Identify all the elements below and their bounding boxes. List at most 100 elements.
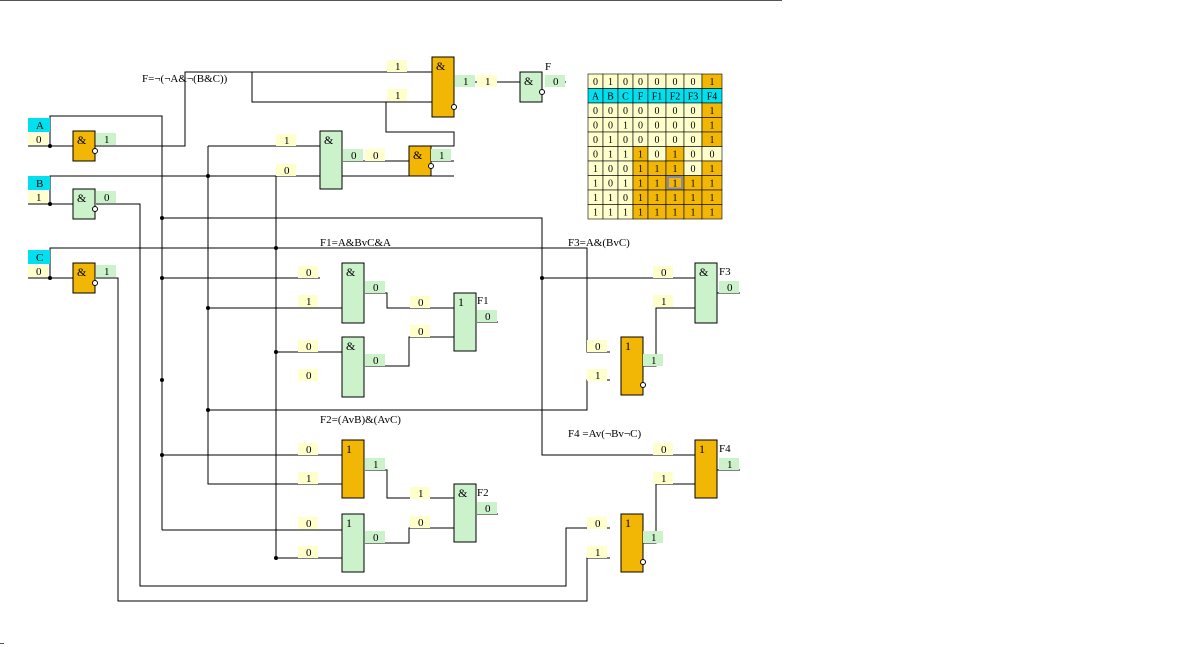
f1-and-bot-out-text: 0 bbox=[373, 355, 379, 367]
f-and-bc-out-bg bbox=[343, 149, 363, 161]
f1-and-bot-gate[interactable]: & bbox=[341, 336, 365, 398]
f-output-gate-symbol: & bbox=[524, 74, 534, 88]
table-cell-text: 1 bbox=[691, 179, 696, 190]
f-and-bc-out: 0 bbox=[343, 149, 363, 162]
f1-or-in1: 0 bbox=[410, 296, 430, 309]
f3-nor-gate[interactable]: 1 bbox=[620, 336, 646, 396]
f-nand-main-in1: 1 bbox=[387, 60, 407, 73]
table-cell-text: 1 bbox=[608, 208, 613, 219]
f2-output-name: F2 bbox=[477, 487, 489, 499]
f-and-bc-gate[interactable]: & bbox=[319, 130, 343, 190]
f3-and-in2-bg bbox=[653, 295, 673, 307]
table-cell-text: 1 bbox=[638, 179, 643, 190]
junction-dot bbox=[48, 144, 52, 148]
f1-and-top-in1-text: 0 bbox=[306, 267, 312, 279]
not-c-gate-body bbox=[72, 262, 96, 294]
f1-or-gate[interactable]: 1 bbox=[453, 292, 477, 352]
table-cell-text: C bbox=[622, 92, 629, 103]
input-b-label[interactable] bbox=[28, 176, 50, 190]
table-cell-text: 1 bbox=[638, 193, 643, 204]
f2-and-gate[interactable]: & bbox=[453, 483, 477, 543]
input-c-value-bg bbox=[28, 265, 48, 277]
f3-nor-in1-bg bbox=[587, 340, 607, 352]
table-cell-text: 1 bbox=[623, 179, 628, 190]
input-b-value-bg bbox=[28, 191, 48, 203]
table-cell-text: F1 bbox=[652, 92, 663, 103]
f-nand-bc-gate-inverter-bubble bbox=[428, 163, 434, 169]
f-nand-main-gate[interactable]: & bbox=[431, 56, 457, 118]
f3-nor-in2: 1 bbox=[587, 369, 607, 382]
not-a-gate-inverter-bubble bbox=[92, 148, 98, 154]
not-c-gate[interactable]: & bbox=[72, 262, 98, 294]
f2-or-top-out-text: 1 bbox=[373, 459, 379, 471]
not-a-value: 1 bbox=[96, 133, 116, 146]
f3-and-in2: 1 bbox=[653, 295, 673, 308]
table-cell-text: F bbox=[638, 92, 644, 103]
f-output-gate-inverter-bubble bbox=[539, 89, 545, 95]
formula-f: F=¬(¬A&¬(B&C)) bbox=[142, 73, 228, 85]
f2-or-top-out: 1 bbox=[365, 458, 385, 471]
not-c-value: 1 bbox=[96, 265, 116, 278]
junction-dot bbox=[160, 453, 164, 457]
table-cell-text: 0 bbox=[655, 106, 660, 117]
f2-or-bot-gate-symbol: 1 bbox=[346, 516, 352, 530]
formula-f2: F2=(AvB)&(AvC) bbox=[320, 414, 401, 426]
f2-or-top-out-bg bbox=[365, 458, 385, 470]
table-cell-text: 1 bbox=[593, 193, 598, 204]
f3-nor-in2-bg bbox=[587, 369, 607, 381]
f2-output-value-text: 0 bbox=[485, 503, 491, 515]
f2-or-top-gate[interactable]: 1 bbox=[341, 439, 365, 499]
table-cell-text: 1 bbox=[710, 135, 715, 146]
table-cell-text: 0 bbox=[691, 135, 696, 146]
table-cell-text: 0 bbox=[623, 106, 628, 117]
f-nand-bc-gate[interactable]: & bbox=[408, 145, 434, 177]
f-nand-bc-out-text: 1 bbox=[439, 150, 445, 162]
table-cell-text: 1 bbox=[710, 179, 715, 190]
table-cell-text: 1 bbox=[710, 121, 715, 132]
junction-dot bbox=[274, 350, 278, 354]
table-cell[interactable] bbox=[701, 204, 723, 220]
f3-nor-gate-inverter-bubble bbox=[640, 382, 646, 388]
f1-or-in1-text: 0 bbox=[418, 297, 424, 309]
table-cell-text: 0 bbox=[673, 106, 678, 117]
f1-and-top-gate[interactable]: & bbox=[341, 262, 365, 324]
f1-and-bot-gate-body bbox=[341, 336, 365, 398]
f3-and-gate[interactable]: & bbox=[694, 262, 718, 324]
not-c-gate-inverter-bubble bbox=[92, 280, 98, 286]
f4-nor-out: 1 bbox=[643, 531, 663, 544]
input-c-label[interactable] bbox=[28, 250, 50, 264]
f3-nor-out-text: 1 bbox=[651, 355, 657, 367]
input-a-label[interactable] bbox=[28, 118, 50, 132]
f4-or-gate[interactable]: 1 bbox=[694, 439, 718, 499]
input-a-name: A bbox=[36, 120, 44, 132]
not-a-gate[interactable]: & bbox=[72, 130, 98, 162]
f-nand-main-gate-body bbox=[431, 56, 455, 118]
table-cell-text: 0 bbox=[638, 106, 643, 117]
table-cell-text: 0 bbox=[655, 121, 660, 132]
not-b-gate-symbol: & bbox=[77, 191, 87, 205]
table-cell-text: 0 bbox=[673, 121, 678, 132]
not-b-value: 0 bbox=[96, 191, 116, 204]
f2-or-bot-gate[interactable]: 1 bbox=[341, 513, 365, 573]
f1-or-in2-text: 0 bbox=[418, 326, 424, 338]
f3-nor-out-bg bbox=[643, 354, 663, 366]
f4-nor-out-bg bbox=[643, 531, 663, 543]
f1-output-value: 0 bbox=[477, 310, 497, 323]
f-output-in-text: 1 bbox=[485, 76, 491, 88]
f-output-gate[interactable]: & bbox=[519, 71, 545, 103]
table-cell-text: B bbox=[607, 92, 614, 103]
f-output-name: F bbox=[545, 61, 551, 73]
not-b-gate[interactable]: & bbox=[72, 188, 98, 220]
f-and-bc-in1: 1 bbox=[276, 134, 296, 147]
f3-nor-in1: 0 bbox=[587, 340, 607, 353]
table-cell-text: 0 bbox=[655, 77, 660, 88]
f1-and-top-in1: 0 bbox=[298, 266, 318, 279]
f3-output-value: 0 bbox=[719, 281, 739, 294]
f1-output-value-text: 0 bbox=[485, 311, 491, 323]
formula-f1: F1=A&BvC&A bbox=[320, 237, 391, 249]
f4-nor-gate[interactable]: 1 bbox=[620, 513, 646, 573]
table-cell-text: 1 bbox=[710, 208, 715, 219]
not-a-value-bg bbox=[96, 133, 116, 145]
